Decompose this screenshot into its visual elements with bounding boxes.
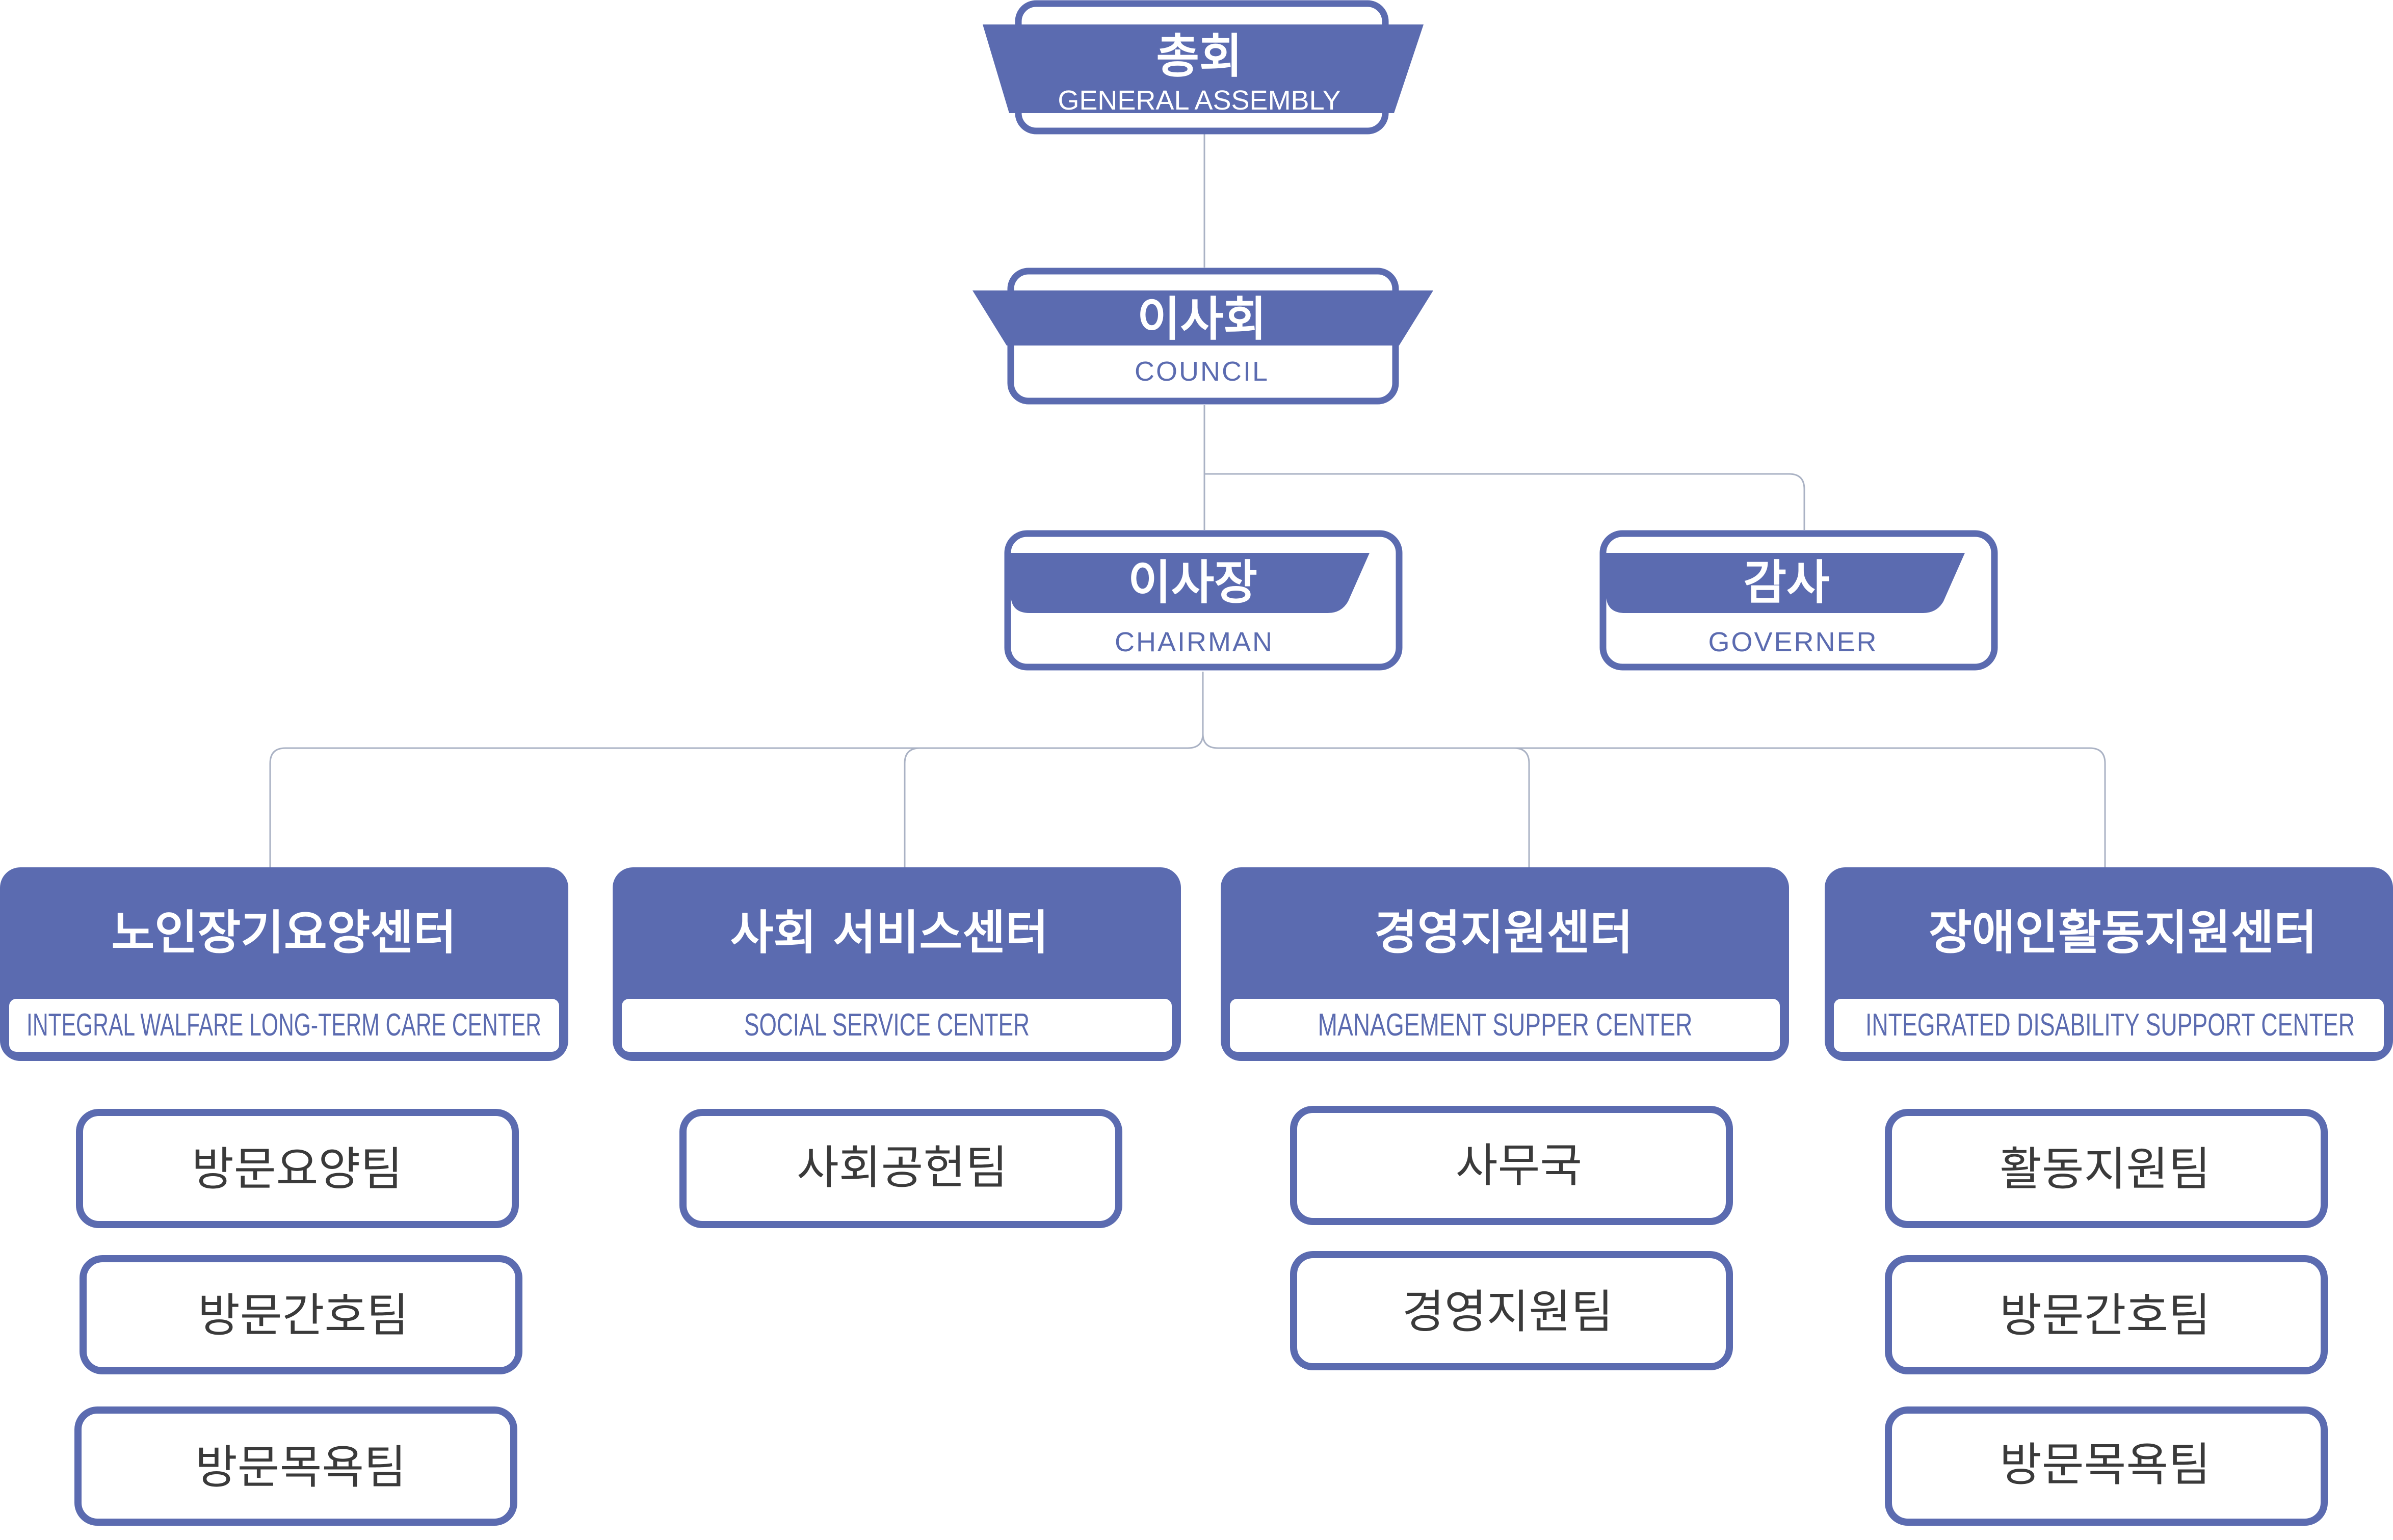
team-frame bbox=[1885, 1406, 2328, 1526]
team-frame bbox=[1885, 1109, 2328, 1228]
center-longterm-care: 노인장기요양센터 INTEGRAL WALFARE LONG-TERM CARE… bbox=[0, 867, 568, 1061]
center-en-strip bbox=[1230, 999, 1780, 1052]
center-en-strip bbox=[1834, 999, 2384, 1052]
center-en-label: SOCIAL SERVICE CENTER bbox=[744, 1007, 1030, 1043]
connector-council-governor bbox=[1204, 473, 1805, 530]
team-frame bbox=[76, 1109, 519, 1228]
team-box: 방문간호팀 bbox=[1885, 1255, 2328, 1374]
team-frame bbox=[1290, 1251, 1733, 1370]
center-en-label: MANAGEMENT SUPPER CENTER bbox=[1318, 1007, 1693, 1043]
team-label: 방문간호팀 bbox=[2000, 1289, 2211, 1342]
connector-chairman-centers bbox=[269, 672, 1204, 867]
chairman-banner bbox=[1011, 553, 1370, 613]
team-box: 방문목욕팀 bbox=[1885, 1406, 2328, 1526]
team-frame bbox=[679, 1109, 1122, 1228]
team-label: 방문요양팀 bbox=[192, 1143, 403, 1196]
center-social-service: 사회 서비스센터 SOCIAL SERVICE CENTER bbox=[613, 867, 1181, 1061]
chairman-box: 이사장 CHAIRMAN bbox=[1004, 530, 1403, 671]
connector-center-2 bbox=[904, 747, 921, 867]
connectors bbox=[269, 134, 2106, 867]
governor-box: 감사 GOVERNER bbox=[1599, 530, 1998, 671]
team-frame bbox=[74, 1406, 517, 1526]
connector-center-3 bbox=[1202, 733, 1530, 867]
governor-banner bbox=[1606, 553, 1965, 613]
team-frame bbox=[80, 1255, 522, 1374]
council-ko: 이사회 bbox=[1137, 292, 1267, 347]
team-box: 사회공헌팀 bbox=[679, 1109, 1122, 1228]
council-en: COUNCIL bbox=[1135, 356, 1269, 387]
team-frame bbox=[1290, 1106, 1733, 1225]
center-en-strip bbox=[622, 999, 1172, 1052]
center-management-support: 경영지원센터 MANAGEMENT SUPPER CENTER bbox=[1221, 867, 1789, 1061]
center-en-label: INTEGRAL WALFARE LONG-TERM CARE CENTER bbox=[27, 1007, 541, 1043]
team-box: 방문요양팀 bbox=[76, 1109, 519, 1228]
council-banner bbox=[972, 290, 1433, 346]
team-label: 사무국 bbox=[1456, 1139, 1582, 1192]
team-box: 사무국 bbox=[1290, 1106, 1733, 1225]
council-box: 이사회 COUNCIL bbox=[972, 268, 1433, 405]
governor-ko: 감사 bbox=[1743, 555, 1829, 610]
team-label: 경영지원팀 bbox=[1402, 1285, 1613, 1339]
governor-en: GOVERNER bbox=[1708, 627, 1878, 657]
general-assembly-en: GENERAL ASSEMBLY bbox=[1058, 85, 1340, 116]
connector-center-4 bbox=[1514, 747, 2106, 867]
center-ko-label: 사회 서비스센터 bbox=[730, 906, 1049, 960]
team-label: 방문목욕팀 bbox=[195, 1441, 406, 1494]
general-assembly-banner bbox=[983, 24, 1424, 113]
center-en-label: INTEGRATED DISABILITY SUPPORT CENTER bbox=[1865, 1007, 2355, 1043]
team-label: 방문간호팀 bbox=[198, 1289, 409, 1342]
general-assembly-box: 총회 GENERAL ASSEMBLY bbox=[983, 0, 1424, 135]
team-label: 방문목욕팀 bbox=[2000, 1438, 2211, 1492]
team-box: 방문간호팀 bbox=[80, 1255, 522, 1374]
general-assembly-ko: 총회 bbox=[1156, 29, 1242, 84]
team-box: 방문목욕팀 bbox=[74, 1406, 517, 1526]
team-frame bbox=[1885, 1255, 2328, 1374]
team-label: 사회공헌팀 bbox=[797, 1141, 1008, 1194]
chairman-ko: 이사장 bbox=[1128, 555, 1257, 610]
center-en-strip bbox=[9, 999, 559, 1052]
center-ko-label: 노인장기요양센터 bbox=[111, 906, 456, 960]
team-box: 경영지원팀 bbox=[1290, 1251, 1733, 1370]
team-label: 활동지원팀 bbox=[2000, 1143, 2211, 1196]
center-ko-label: 경영지원센터 bbox=[1374, 906, 1633, 960]
center-ko-label: 장애인활동지원센터 bbox=[1929, 906, 2317, 960]
team-box: 활동지원팀 bbox=[1885, 1109, 2328, 1228]
chairman-en: CHAIRMAN bbox=[1115, 627, 1274, 657]
center-disability-support: 장애인활동지원센터 INTEGRATED DISABILITY SUPPORT … bbox=[1825, 867, 2393, 1061]
